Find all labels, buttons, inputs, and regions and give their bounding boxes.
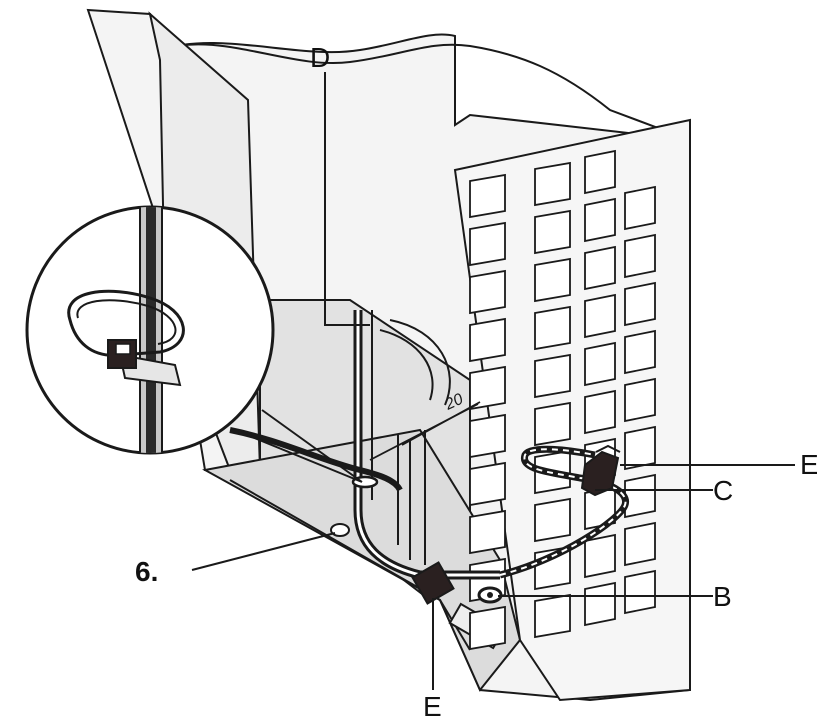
grille-opening <box>584 197 616 243</box>
fan-blade <box>379 329 434 401</box>
drain-hole <box>330 523 350 537</box>
grille-opening <box>624 569 656 615</box>
label-e-bottom: E <box>423 691 442 722</box>
cable-loop <box>499 448 627 576</box>
grille-opening <box>469 269 506 315</box>
grille-opening <box>469 605 506 651</box>
clamp-c <box>580 444 621 497</box>
grille-opening <box>584 389 616 435</box>
grille-opening <box>584 341 616 387</box>
grille-opening <box>584 581 616 627</box>
grille-opening <box>624 473 656 519</box>
grille-opening <box>469 365 506 411</box>
grille-opening <box>469 173 506 219</box>
leader-lines <box>191 72 795 690</box>
right-grille-panel <box>453 118 691 702</box>
grille-opening <box>469 461 506 507</box>
grille-opening <box>624 521 656 567</box>
grille-opening <box>534 497 571 543</box>
leader-d <box>324 72 370 326</box>
grille-opening <box>534 401 571 447</box>
grille-opening <box>469 509 506 555</box>
label-b: B <box>713 581 732 612</box>
grille-opening <box>624 185 656 231</box>
cable-left <box>229 427 403 492</box>
fan-blade <box>389 319 451 406</box>
dimension-text: 20 <box>442 391 466 414</box>
grille-opening <box>534 257 571 303</box>
magnified-detail <box>25 205 363 483</box>
leader-step <box>191 532 336 571</box>
grille-opening <box>469 413 506 459</box>
grille-opening <box>624 233 656 279</box>
grille-opening <box>624 425 656 471</box>
grille-opening <box>469 317 506 363</box>
grille-opening <box>534 593 571 639</box>
grille-opening <box>469 221 506 267</box>
screw-b <box>477 586 503 604</box>
grille-opening <box>534 209 571 255</box>
grille-opening <box>624 377 656 423</box>
grille-opening <box>534 305 571 351</box>
grille-opening <box>584 293 616 339</box>
base-tray-edge <box>229 479 471 651</box>
grille-opening <box>584 533 616 579</box>
label-step-number: 6. <box>135 556 159 587</box>
grille-opening <box>584 149 616 195</box>
grille-opening <box>534 161 571 207</box>
case-cut-edge <box>159 43 691 141</box>
label-e-top: E <box>800 449 817 480</box>
grille-opening <box>624 281 656 327</box>
cable-tie-e <box>411 561 455 605</box>
pipe-d <box>353 310 500 580</box>
label-d: D <box>310 42 331 73</box>
grille-opening <box>624 329 656 375</box>
label-c: C <box>713 475 734 506</box>
grille-opening <box>584 245 616 291</box>
dimension-20: 20 <box>369 391 481 461</box>
grille-opening <box>534 353 571 399</box>
